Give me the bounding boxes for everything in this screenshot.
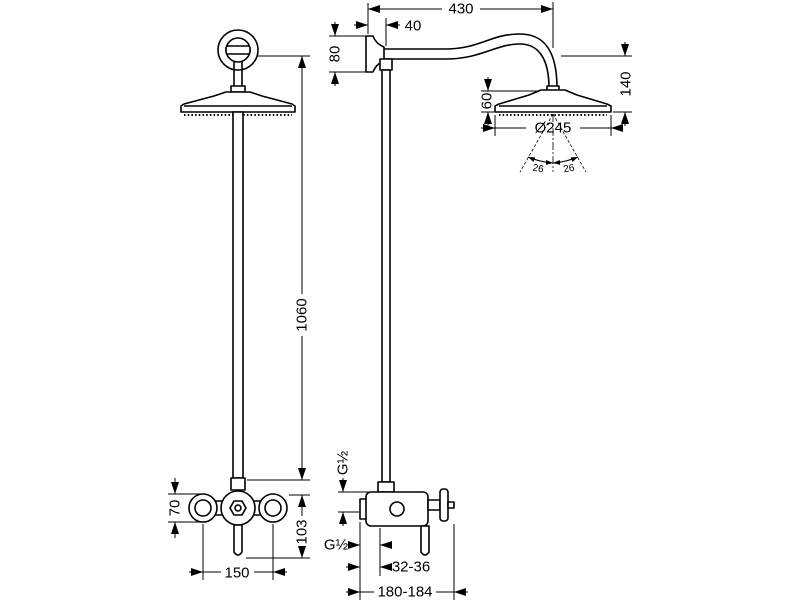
shower-arm-bottom-edge <box>384 43 550 89</box>
side-view-dimensions: 430 40 80 60 140 Ø245 26 26 <box>324 1 635 600</box>
handle-stem-side <box>427 499 441 511</box>
shower-arm-front <box>233 62 243 87</box>
rosette-arm-band-front <box>225 45 251 55</box>
front-view-dimensions: 1060 103 70 150 <box>167 55 311 582</box>
head-connector-front <box>230 85 246 93</box>
spray-angle-left-label: 26 <box>532 163 545 176</box>
cross-handle-side <box>439 488 449 522</box>
mixer-inlet-nut-side <box>389 501 405 517</box>
inlet-thread-h-label: G½ <box>324 537 349 554</box>
inlet-centres-label: 150 <box>224 565 249 582</box>
inlet-thread-v-label: G½ <box>335 450 352 475</box>
outlet-pipe-front <box>233 524 243 556</box>
riser-pipe-side <box>381 69 391 483</box>
arm-offset-label: 40 <box>405 18 422 35</box>
riser-coupling-side <box>379 58 393 71</box>
front-view <box>180 29 296 556</box>
spray-angle-arc-left <box>527 156 554 165</box>
head-diameter-label: Ø245 <box>535 120 572 137</box>
right-inlet-inner-front <box>264 499 282 517</box>
mixer-handle-cap-front <box>234 504 242 512</box>
outlet-drop-label: 103 <box>294 519 311 544</box>
handle-knob-side <box>447 501 455 509</box>
riser-length-label: 1060 <box>294 298 311 331</box>
arm-reach-label: 430 <box>448 1 473 18</box>
spray-edge-right <box>552 113 587 173</box>
left-inlet-inner-front <box>194 499 212 517</box>
head-drop-label: 140 <box>618 71 635 96</box>
wall-offset-label: 32-36 <box>392 559 430 576</box>
spray-angle-arc-right <box>552 156 579 165</box>
outlet-pipe-side <box>420 525 430 556</box>
flange-height-label: 80 <box>327 46 344 63</box>
side-view <box>359 33 612 556</box>
shower-head-side <box>494 89 612 113</box>
spray-angle-right-label: 26 <box>563 163 576 176</box>
riser-pipe-front <box>232 111 244 479</box>
spray-edge-left <box>519 113 554 173</box>
valve-height-label: 70 <box>167 500 184 517</box>
shower-head-front <box>180 91 296 113</box>
head-height-label: 60 <box>479 93 496 110</box>
riser-nut-front <box>230 477 246 491</box>
riser-nut-side <box>377 481 395 493</box>
total-projection-label: 180-184 <box>377 584 432 600</box>
shower-arm-top-edge <box>384 33 558 89</box>
